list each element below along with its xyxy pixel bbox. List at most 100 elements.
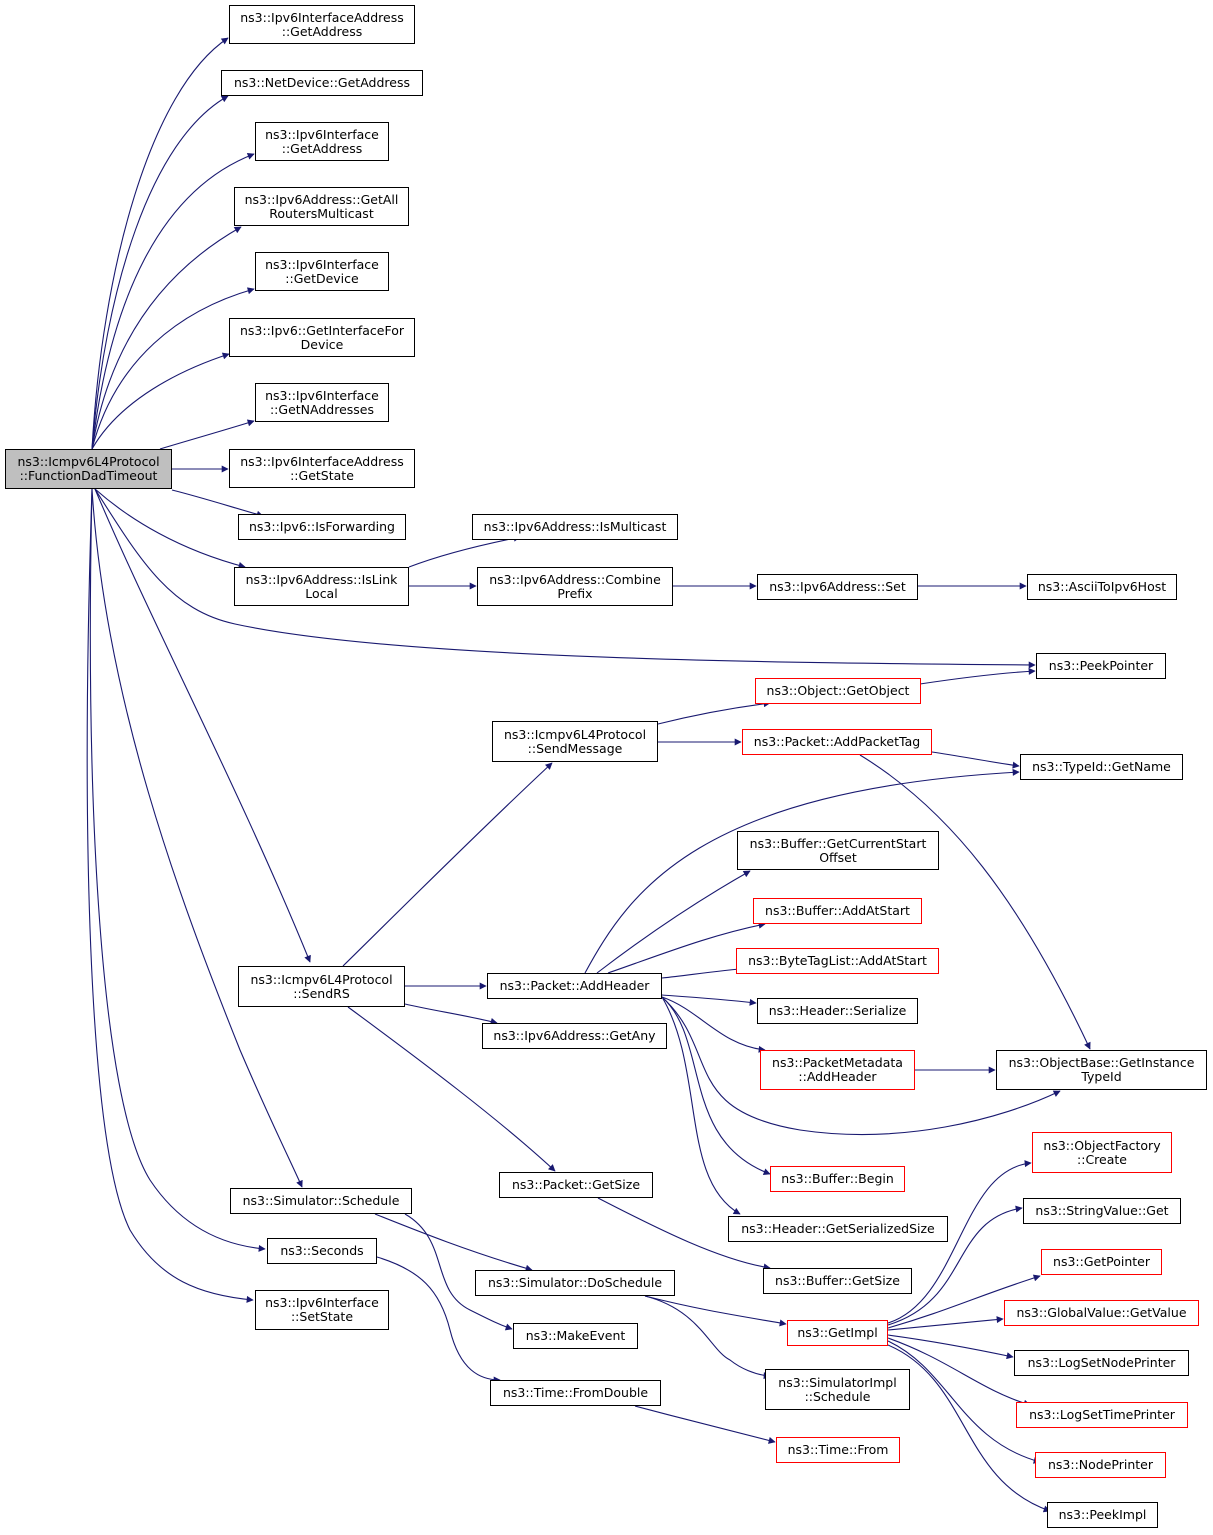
node-label-line: ns3::PeekImpl (1058, 1507, 1147, 1522)
node-label-line: ns3::Simulator::Schedule (242, 1193, 400, 1208)
node-addpackettag[interactable]: ns3::Packet::AddPacketTag (742, 729, 932, 755)
node-fromdouble[interactable]: ns3::Time::FromDouble (490, 1380, 661, 1406)
node-getpointer[interactable]: ns3::GetPointer (1041, 1249, 1162, 1275)
node-label-line: ns3::Ipv6Address::Combine (489, 571, 661, 587)
node-serialize[interactable]: ns3::Header::Serialize (757, 998, 918, 1024)
node-label-line: ns3::Ipv6::GetInterfaceFor (240, 322, 404, 338)
call-edge (887, 1334, 1014, 1360)
call-edge (596, 870, 751, 974)
node-label-line: TypeId (1081, 1069, 1122, 1084)
node-label-line: ns3::Ipv6Address::IsMulticast (483, 519, 667, 534)
node-label-line: ns3::Icmpv6L4Protocol (17, 454, 160, 469)
node-label-line: ns3::Time::From (787, 1442, 889, 1457)
node-label-line: ::SendRS (293, 985, 350, 1001)
call-edge (91, 488, 303, 1188)
node-label-line: ns3::StringValue::Get (1035, 1203, 1169, 1218)
call-edge (887, 1274, 1041, 1329)
node-seconds[interactable]: ns3::Seconds (267, 1238, 377, 1264)
node-iface-getaddress[interactable]: ns3::Ipv6Interface::GetAddress (255, 122, 389, 161)
node-buffer-addatstart[interactable]: ns3::Buffer::AddAtStart (753, 898, 922, 924)
node-iface-getdevice[interactable]: ns3::Ipv6Interface::GetDevice (255, 252, 389, 291)
call-edge (597, 1197, 771, 1271)
call-edge (159, 419, 255, 450)
node-label-line: ns3::Buffer::Begin (781, 1171, 894, 1186)
node-iface-setstate[interactable]: ns3::Ipv6Interface::SetState (255, 1290, 389, 1330)
node-isforwarding[interactable]: ns3::Ipv6::IsForwarding (238, 514, 406, 540)
node-label-line: ::GetNAddresses (269, 401, 375, 417)
node-label-line: ns3::Buffer::GetSize (775, 1273, 900, 1288)
node-buffer-getsize[interactable]: ns3::Buffer::GetSize (763, 1268, 912, 1294)
node-globalvalue-getvalue[interactable]: ns3::GlobalValue::GetValue (1004, 1300, 1199, 1326)
node-label-line: ns3::Header::Serialize (768, 1003, 907, 1018)
node-sendmessage[interactable]: ns3::Icmpv6L4Protocol::SendMessage (492, 721, 658, 762)
node-label-line: ns3::ObjectFactory (1043, 1137, 1161, 1153)
node-makeevent[interactable]: ns3::MakeEvent (513, 1323, 638, 1349)
node-label-line: Device (300, 336, 344, 352)
node-logtimeprinter[interactable]: ns3::LogSetTimePrinter (1016, 1402, 1188, 1428)
node-label-line: ns3::Ipv6Interface (265, 1295, 379, 1310)
node-getobject[interactable]: ns3::Object::GetObject (755, 678, 921, 704)
call-edge (347, 1006, 556, 1172)
node-label-line: ns3::Ipv6Address::GetAny (493, 1028, 656, 1043)
node-label-line: ns3::PeekPointer (1048, 658, 1154, 673)
node-objectfactory-create[interactable]: ns3::ObjectFactory::Create (1032, 1132, 1172, 1173)
node-label-line: ns3::GetImpl (797, 1325, 878, 1340)
node-ismulticast[interactable]: ns3::Ipv6Address::IsMulticast (472, 514, 678, 540)
node-root: ns3::Icmpv6L4Protocol::FunctionDadTimeou… (5, 449, 172, 489)
node-label-line: ns3::Ipv6Address::GetAll (244, 191, 399, 207)
node-getnaddresses[interactable]: ns3::Ipv6Interface::GetNAddresses (255, 383, 389, 422)
node-simulatorimpl-schedule[interactable]: ns3::SimulatorImpl::Schedule (765, 1369, 910, 1410)
node-asciitoipv6host[interactable]: ns3::AsciiToIpv6Host (1027, 574, 1177, 600)
call-edge (607, 921, 766, 974)
node-ifaddr-getaddress[interactable]: ns3::Ipv6InterfaceAddress::GetAddress (229, 5, 415, 44)
call-edge (644, 1295, 771, 1380)
node-nodeprinter[interactable]: ns3::NodePrinter (1035, 1452, 1166, 1478)
node-time-from[interactable]: ns3::Time::From (776, 1437, 900, 1463)
node-label-line: ns3::Packet::AddHeader (499, 978, 650, 993)
node-addr-set[interactable]: ns3::Ipv6Address::Set (757, 574, 918, 600)
call-edge (661, 996, 741, 1215)
node-label-line: ns3::AsciiToIpv6Host (1037, 579, 1167, 594)
node-label-line: ns3::Seconds (280, 1243, 364, 1258)
node-label-line: ns3::TypeId::GetName (1032, 759, 1171, 774)
node-peekimpl[interactable]: ns3::PeekImpl (1047, 1502, 1158, 1528)
call-edge (887, 1160, 1032, 1324)
call-edge (91, 352, 230, 450)
call-edge (859, 754, 1091, 1050)
node-getany[interactable]: ns3::Ipv6Address::GetAny (482, 1023, 667, 1049)
node-getserializedsize[interactable]: ns3::Header::GetSerializedSize (728, 1216, 948, 1242)
node-doschedule[interactable]: ns3::Simulator::DoSchedule (475, 1270, 675, 1296)
node-label-line: ns3::Icmpv6L4Protocol (250, 971, 393, 987)
node-buffer-begin[interactable]: ns3::Buffer::Begin (770, 1166, 905, 1192)
node-metadata-addheader[interactable]: ns3::PacketMetadata::AddHeader (760, 1050, 915, 1090)
node-getimpl[interactable]: ns3::GetImpl (787, 1320, 888, 1346)
call-edge (661, 996, 1061, 1135)
node-sendrs[interactable]: ns3::Icmpv6L4Protocol::SendRS (238, 966, 405, 1007)
node-netdevice-getaddress[interactable]: ns3::NetDevice::GetAddress (221, 70, 423, 96)
call-edge (887, 1205, 1023, 1326)
node-stringvalue-get[interactable]: ns3::StringValue::Get (1023, 1198, 1181, 1224)
node-peekpointer[interactable]: ns3::PeekPointer (1036, 653, 1166, 679)
call-edge (89, 488, 266, 1252)
node-schedule[interactable]: ns3::Simulator::Schedule (230, 1188, 412, 1214)
node-label-line: ::GetAddress (281, 140, 363, 156)
node-label-line: ns3::Ipv6Interface (265, 126, 379, 142)
node-bytetaglist-addatstart[interactable]: ns3::ByteTagList::AddAtStart (736, 948, 939, 974)
node-packet-getsize[interactable]: ns3::Packet::GetSize (499, 1172, 653, 1198)
node-lognodeprinter[interactable]: ns3::LogSetNodePrinter (1014, 1350, 1189, 1376)
node-label-line: ns3::ByteTagList::AddAtStart (748, 953, 927, 968)
node-label-line: ns3::MakeEvent (525, 1328, 626, 1343)
node-ifaddr-getstate[interactable]: ns3::Ipv6InterfaceAddress::GetState (229, 449, 415, 488)
node-label-line: ::GetState (290, 467, 354, 483)
node-addheader[interactable]: ns3::Packet::AddHeader (487, 973, 662, 999)
node-typeid-getname[interactable]: ns3::TypeId::GetName (1020, 754, 1183, 780)
call-edge (661, 996, 771, 1176)
